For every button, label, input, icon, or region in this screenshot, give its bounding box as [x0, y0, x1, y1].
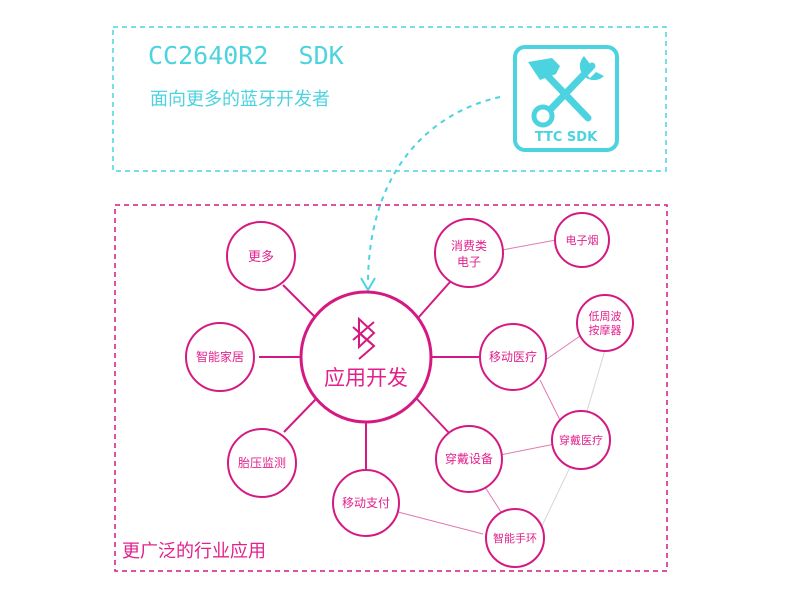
- flow-arrow: [367, 96, 501, 281]
- node-consumer-electronics: 消费类 电子: [434, 218, 504, 288]
- node-smart-band: 智能手环: [485, 508, 545, 568]
- node-massager: 低周波 按摩器: [576, 294, 634, 352]
- flow-arrowhead: [360, 277, 376, 292]
- svg-text:胎压监测: 胎压监测: [238, 456, 286, 470]
- svg-text:移动医疗: 移动医疗: [489, 350, 537, 364]
- center-node: 应用开发: [299, 290, 433, 424]
- node-mobile-payment: 移动支付: [332, 469, 400, 537]
- sdk-title: CC2640R2 SDK: [148, 41, 344, 70]
- node-wearable-device: 穿戴设备: [435, 425, 503, 493]
- logo-label: TTC SDK: [535, 130, 598, 145]
- svg-text:移动支付: 移动支付: [342, 496, 390, 510]
- svg-text:低周波: 低周波: [589, 310, 622, 323]
- node-wearable-medical: 穿戴医疗: [551, 410, 611, 470]
- svg-text:穿戴医疗: 穿戴医疗: [559, 433, 603, 447]
- node-e-cigarette: 电子烟: [554, 212, 610, 268]
- sdk-subtitle: 面向更多的蓝牙开发者: [150, 89, 330, 110]
- hammer-wrench-icon: [528, 56, 604, 128]
- svg-text:更多: 更多: [248, 249, 274, 265]
- svg-text:智能家居: 智能家居: [196, 349, 244, 364]
- industry-caption: 更广泛的行业应用: [122, 541, 266, 562]
- svg-text:按摩器: 按摩器: [589, 323, 622, 337]
- svg-text:消费类: 消费类: [451, 239, 487, 253]
- svg-text:电子烟: 电子烟: [566, 233, 599, 247]
- center-label: 应用开发: [324, 366, 408, 390]
- node-smart-home: 智能家居: [185, 322, 255, 392]
- bluetooth-icon: [352, 316, 376, 360]
- sdk-panel: [112, 26, 667, 172]
- node-mobile-medical: 移动医疗: [479, 323, 547, 391]
- svg-text:智能手环: 智能手环: [493, 531, 537, 545]
- svg-text:穿戴设备: 穿戴设备: [445, 451, 493, 466]
- node-fetal-monitor: 胎压监测: [227, 428, 297, 498]
- svg-text:电子: 电子: [457, 255, 481, 269]
- ttc-sdk-logo: TTC SDK: [513, 45, 619, 152]
- node-more: 更多: [226, 221, 296, 291]
